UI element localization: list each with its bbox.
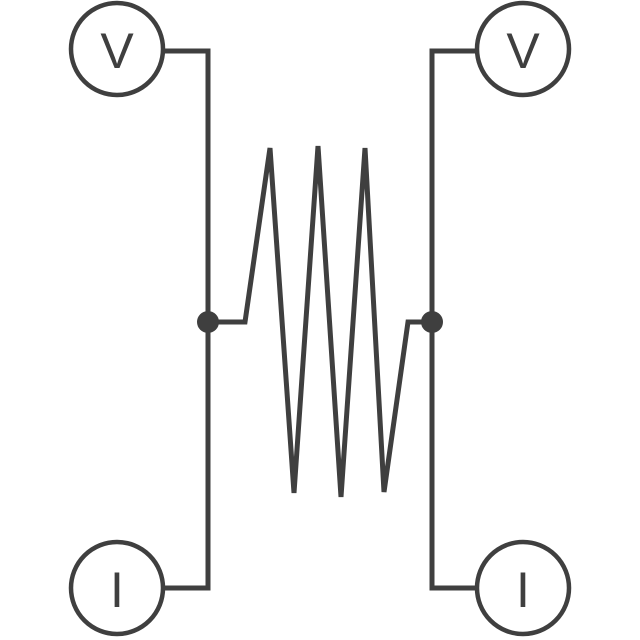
resistor-zigzag-icon: [208, 145, 432, 498]
ammeter-bottom-right: I: [474, 539, 572, 637]
ammeter-icon: [474, 539, 572, 637]
right-lower-wire: [429, 322, 478, 591]
voltmeter-icon: [68, 0, 166, 98]
ammeter-bottom-left: I: [68, 539, 166, 637]
ammeter-symbol: I: [516, 562, 530, 618]
voltmeter-symbol: V: [100, 23, 134, 79]
right-upper-wire: [429, 48, 478, 322]
left-upper-wire: [162, 48, 211, 322]
ammeter-icon: [68, 539, 166, 637]
ammeter-symbol: I: [110, 562, 124, 618]
voltmeter-icon: [474, 0, 572, 98]
voltmeter-top-left: V: [68, 0, 166, 98]
left-lower-wire: [162, 322, 211, 591]
voltmeter-top-right: V: [474, 0, 572, 98]
left-junction-dot: [197, 311, 219, 333]
voltmeter-symbol: V: [506, 23, 540, 79]
right-junction-dot: [421, 311, 443, 333]
